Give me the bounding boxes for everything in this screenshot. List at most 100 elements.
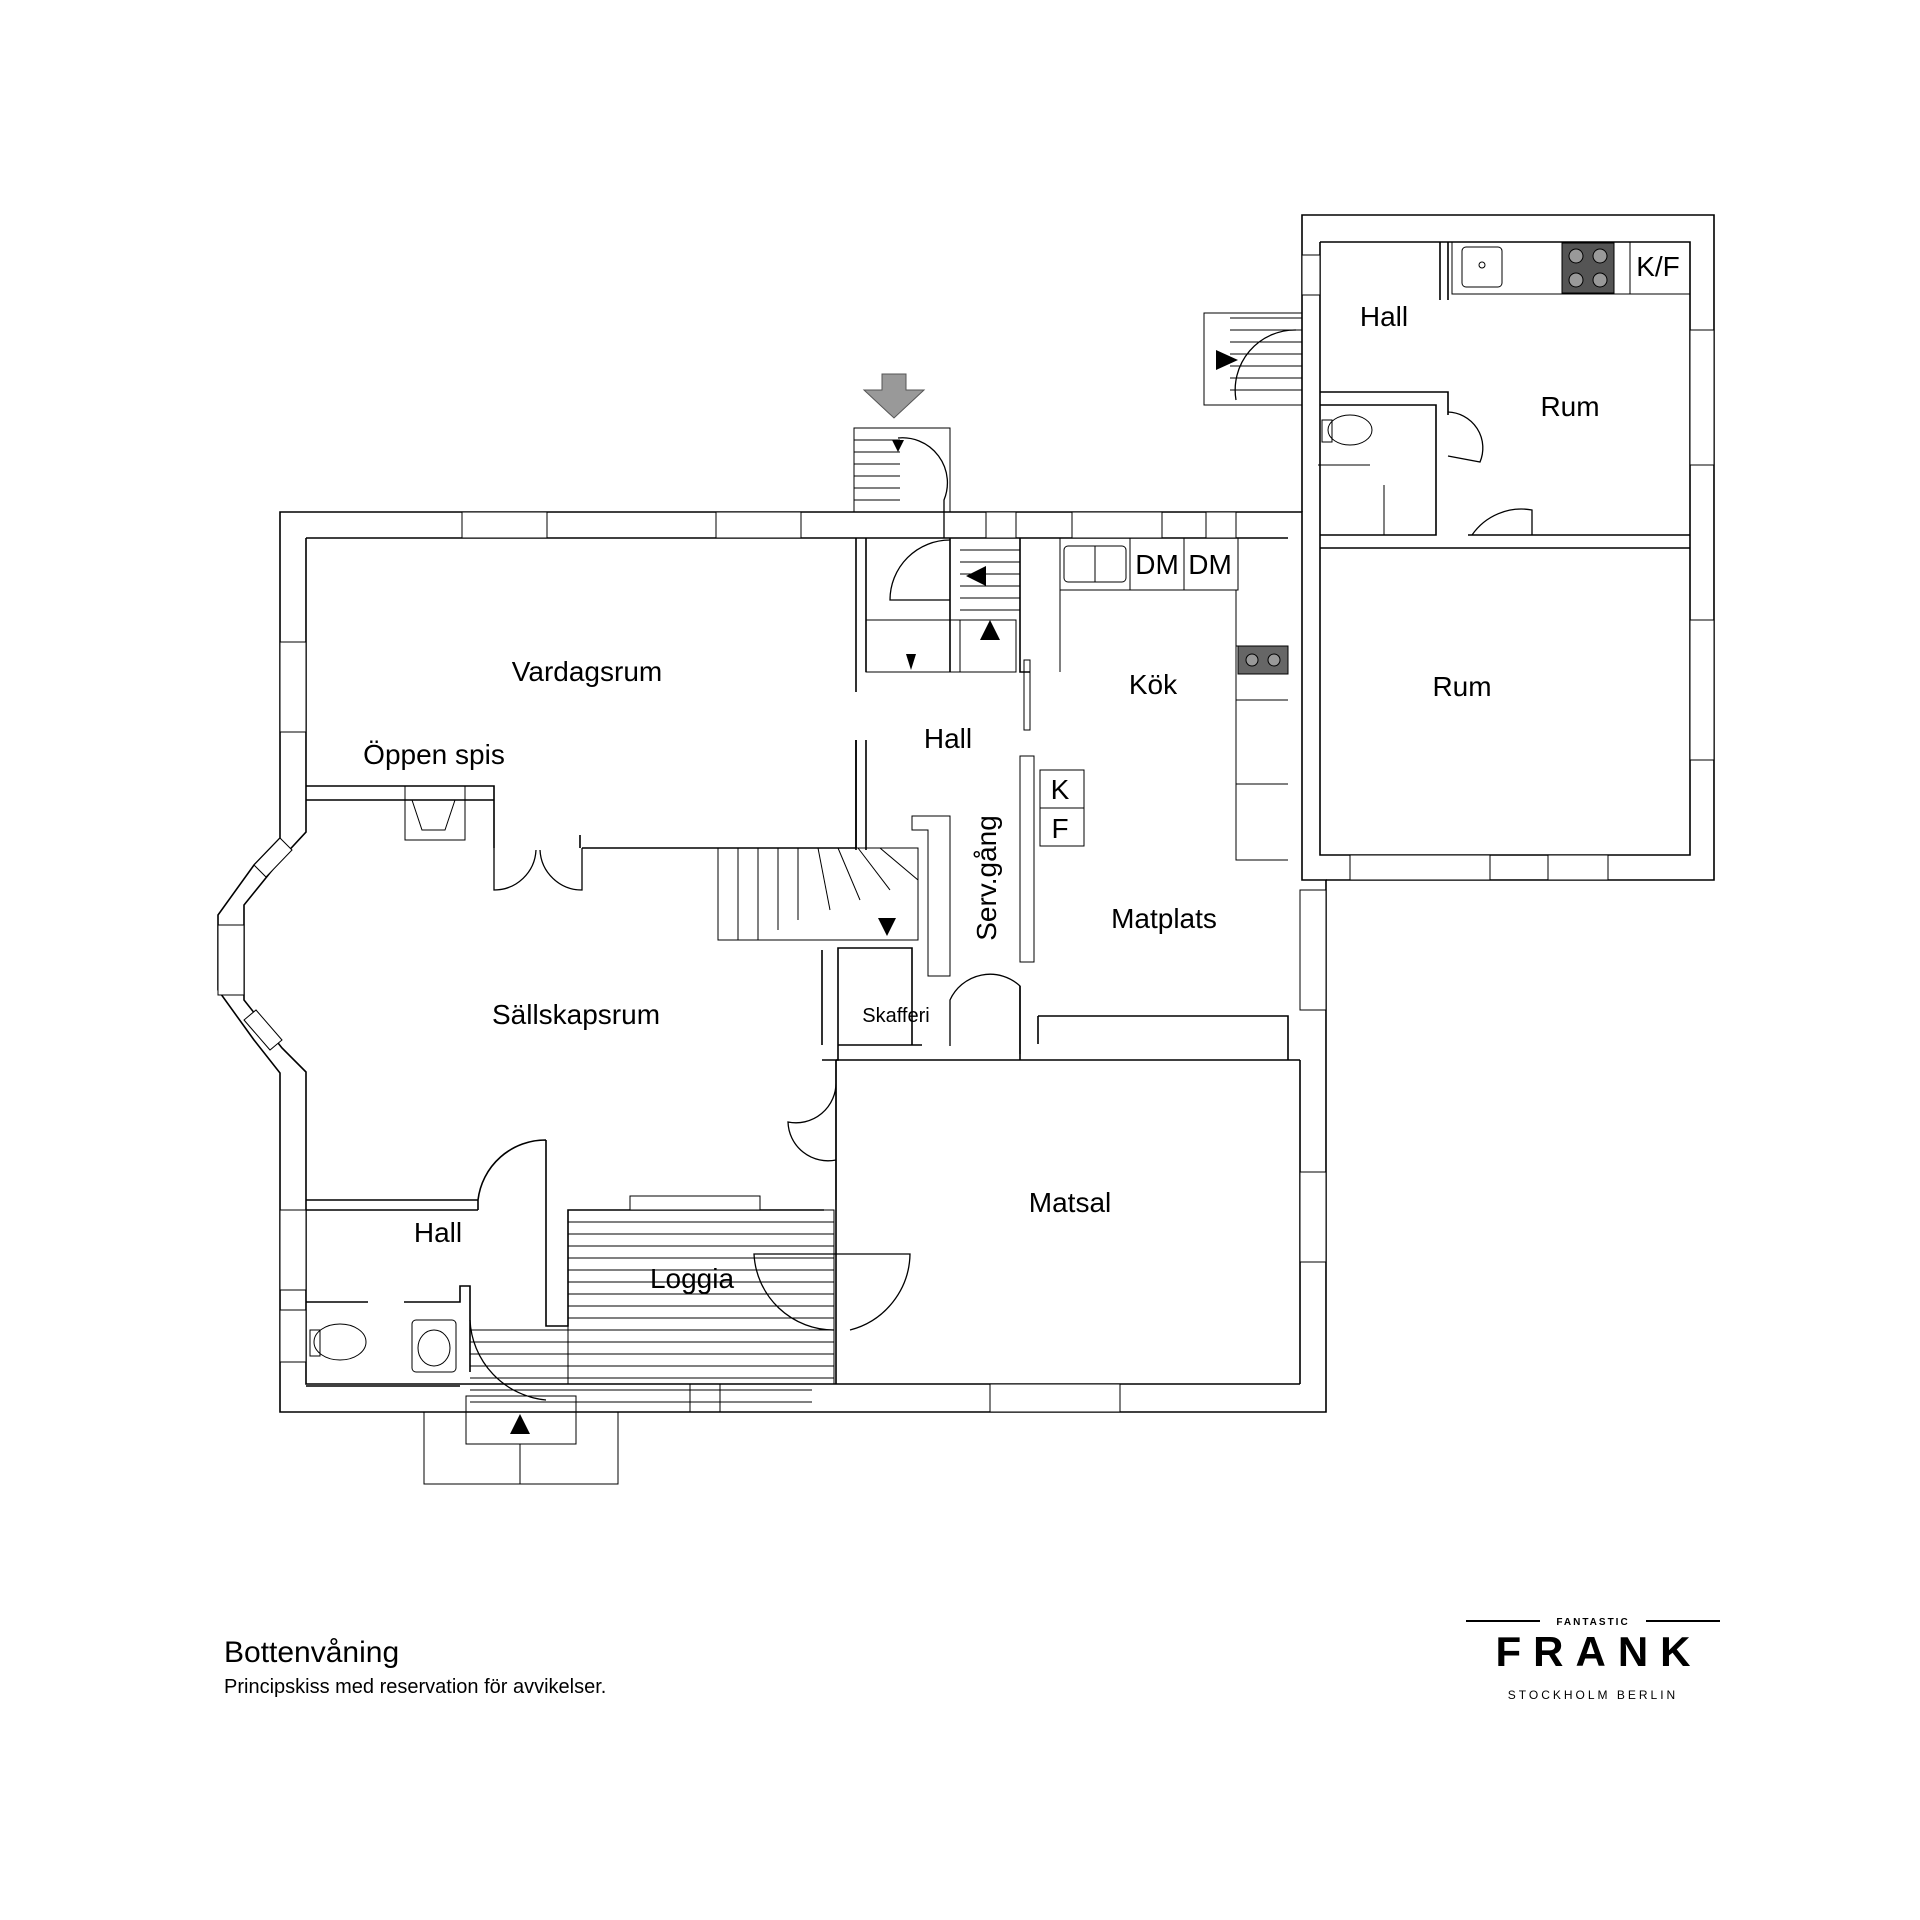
arrow-up-icon	[980, 620, 1000, 640]
arrow-down-icon	[906, 654, 916, 670]
toilet-tank-icon	[1321, 419, 1333, 443]
logo-wordmark: FRANK	[1495, 1628, 1703, 1675]
sink-drain-icon	[1478, 261, 1486, 269]
window	[1689, 329, 1715, 466]
window	[279, 1209, 307, 1291]
room-label-rum-upper: Rum	[1540, 391, 1599, 422]
main-house-inner-wall	[243, 537, 1300, 1385]
kitchen-counter-right	[1235, 590, 1288, 861]
room-label-vardagsrum: Vardagsrum	[512, 656, 662, 687]
annex-internal-walls	[1320, 242, 1690, 549]
window	[1689, 619, 1715, 761]
stove-icon	[1561, 242, 1615, 294]
hall-door-panel	[1023, 659, 1031, 731]
burner-icon	[1568, 248, 1584, 264]
label-fridge: K	[1051, 774, 1070, 805]
logo-rule-left	[1466, 1620, 1540, 1622]
burner-icon	[1592, 248, 1608, 264]
label-dishwasher-2: DM	[1188, 549, 1232, 580]
label-fridge-freezer: K/F	[1636, 251, 1680, 282]
fireplace-inner	[411, 799, 456, 831]
room-label-kok: Kök	[1129, 669, 1178, 700]
label-freezer: F	[1051, 813, 1068, 844]
door-arc-loggia	[753, 1253, 911, 1331]
window	[629, 1195, 761, 1211]
window	[1349, 854, 1491, 881]
sink-icon	[1461, 246, 1503, 288]
kitchenette-counter	[1451, 241, 1691, 295]
annex-step-lines	[1230, 317, 1302, 391]
arrow-down-icon	[892, 440, 904, 452]
toilet-tank-icon	[309, 1329, 321, 1357]
stair-lines-lower	[737, 847, 919, 940]
room-label-skafferi: Skafferi	[862, 1005, 929, 1027]
window	[1071, 511, 1163, 539]
toilet-icon	[313, 1323, 367, 1361]
window	[989, 1383, 1121, 1413]
bottom-entry-landing	[465, 1395, 577, 1413]
matsal-walls	[835, 1060, 1301, 1384]
bottom-hall-walls	[306, 1139, 824, 1387]
window	[985, 511, 1017, 539]
door-arc-annex-rum	[1471, 508, 1533, 536]
stair-block-lower-outline	[911, 815, 951, 977]
main-house-outer-wall	[217, 511, 1327, 1413]
double-door-arc	[493, 848, 583, 891]
room-label-hall-annex: Hall	[1360, 301, 1408, 332]
plan-caption: Bottenvåning Principskiss med reservatio…	[224, 1636, 606, 1699]
kitchen-counter-top	[1059, 538, 1239, 672]
burner-icon	[1267, 653, 1281, 667]
servgang-partition	[1019, 755, 1035, 963]
room-label-loggia: Loggia	[650, 1263, 735, 1294]
floor-disclaimer: Principskiss med reservation för avvikel…	[224, 1676, 607, 1698]
window	[253, 837, 293, 878]
entrance-arrow-icon	[862, 373, 926, 419]
washbasin-icon	[411, 1319, 457, 1373]
arrow-down-icon	[878, 918, 896, 936]
window	[279, 641, 307, 733]
loggia-deck	[567, 1209, 835, 1385]
logo-tagline: FANTASTIC	[1556, 1617, 1630, 1628]
door-arc-bottom-hall	[469, 1319, 547, 1401]
arrow-left-icon	[966, 566, 986, 586]
loggia-boards	[470, 1221, 834, 1403]
burner-icon	[1592, 272, 1608, 288]
label-dishwasher-1: DM	[1135, 549, 1179, 580]
window	[1301, 254, 1321, 296]
room-label-sallskapsrum: Sällskapsrum	[492, 999, 660, 1030]
door-arc-hall	[889, 539, 951, 601]
burner-icon	[1568, 272, 1584, 288]
logo-cities: STOCKHOLM BERLIN	[1507, 1688, 1679, 1702]
burner-icon	[1245, 653, 1259, 667]
window	[243, 1009, 283, 1051]
stair-lines-upper	[959, 537, 1020, 672]
window	[1299, 1171, 1327, 1263]
window	[1205, 511, 1237, 539]
room-label-rum-lower: Rum	[1432, 671, 1491, 702]
window	[1299, 889, 1327, 1011]
window	[279, 1309, 307, 1363]
door-arc-annex-entry	[1234, 329, 1297, 401]
window	[1547, 854, 1609, 881]
door-arc-main-entry	[897, 437, 949, 538]
floor-title: Bottenvåning	[224, 1636, 400, 1669]
window	[217, 924, 245, 996]
door-arc-matsal-double	[787, 1060, 837, 1200]
brand-logo: FANTASTIC FRANK STOCKHOLM BERLIN	[1466, 1612, 1720, 1702]
entry-steps	[853, 427, 951, 513]
skafferi-walls	[821, 947, 922, 1061]
room-label-matplats: Matplats	[1111, 903, 1217, 934]
door-arc-skafferi	[949, 973, 1021, 1054]
logo-rule-right	[1646, 1620, 1720, 1622]
entry-step-lines	[854, 439, 900, 501]
stair-block-upper	[865, 619, 1017, 673]
room-label-matsal: Matsal	[1029, 1187, 1111, 1218]
window	[715, 511, 802, 539]
annex-entry-steps	[1203, 312, 1303, 406]
washbasin-bowl-icon	[417, 1329, 451, 1367]
room-label-servgang: Serv.gång	[971, 815, 1002, 941]
entry-arrow-icon	[1216, 350, 1238, 370]
room-label-hall-bottom: Hall	[414, 1217, 462, 1248]
arrow-up-icon	[510, 1414, 530, 1434]
